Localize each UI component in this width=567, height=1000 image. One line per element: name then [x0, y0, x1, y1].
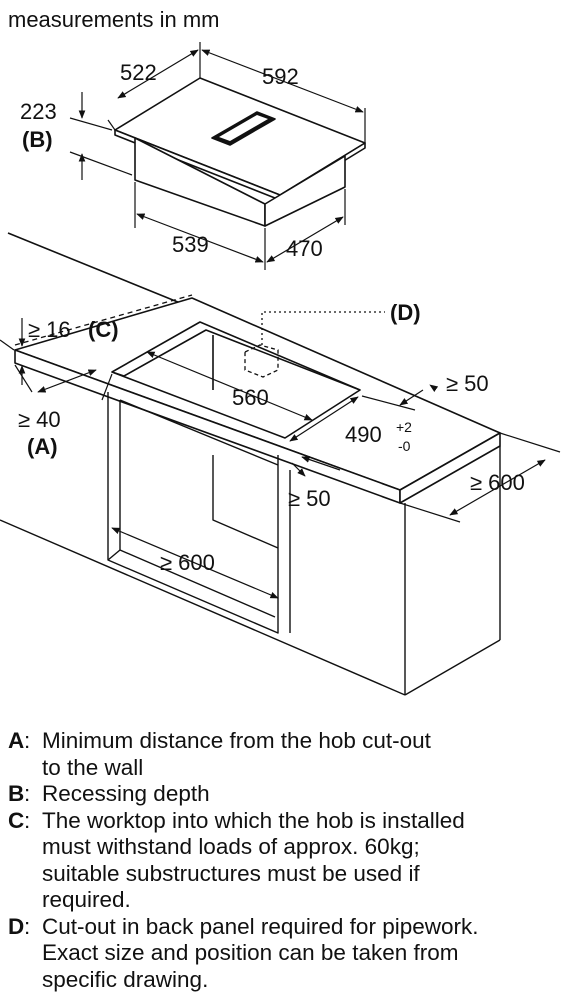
cabinet-width-label: ≥ 600	[160, 550, 215, 575]
hob-body-side	[264, 155, 346, 227]
installation-diagram: measurements in mm 522 59	[0, 7, 561, 696]
marker-d: (D)	[390, 300, 421, 325]
legend-item-b: B: Recessing depth	[8, 781, 564, 808]
hob-vent-slot	[219, 115, 268, 141]
hob-height-marker: (B)	[22, 127, 53, 152]
legend-text: Cut-out in back panel required for pipew…	[42, 913, 479, 992]
hob-depth-label: 522	[120, 60, 157, 85]
legend-item-a: A: Minimum distance from the hob cut-out…	[8, 728, 564, 781]
legend-item-c: C: The worktop into which the hob is ins…	[8, 808, 564, 914]
wall-distance-marker: (A)	[27, 434, 58, 459]
worktop-thickness-label: ≥ 16	[28, 317, 71, 342]
hob-cutout-depth-label: 470	[286, 236, 323, 261]
side-clearance-label: ≥ 50	[446, 371, 489, 396]
worktop-thickness-marker: (C)	[88, 317, 119, 342]
legend-key: B	[8, 781, 25, 806]
legend: A: Minimum distance from the hob cut-out…	[8, 728, 564, 993]
legend-key: C	[8, 807, 25, 833]
cabinet-depth-label: ≥ 600	[470, 470, 525, 495]
cutout-depth-tolerance-minus: -0	[398, 438, 411, 454]
cutout-depth-label: 490	[345, 422, 382, 447]
legend-text: Minimum distance from the hob cut-out to…	[42, 728, 431, 780]
hob-height-label: 223	[20, 99, 57, 124]
cutout-depth-tolerance-plus: +2	[396, 419, 412, 435]
legend-key: A	[8, 728, 25, 753]
units-note: measurements in mm	[8, 7, 220, 32]
legend-key: D	[8, 913, 25, 939]
legend-item-d: D: Cut-out in back panel required for pi…	[8, 914, 564, 994]
hob-cutout-width-label: 539	[172, 232, 209, 257]
legend-text: Recessing depth	[42, 781, 210, 806]
hob-drawing	[114, 77, 366, 227]
hob-width-label: 592	[262, 64, 299, 89]
wall-distance-label: ≥ 40	[18, 407, 61, 432]
legend-text: The worktop into which the hob is instal…	[42, 807, 465, 913]
worktop-drawing	[7, 232, 501, 504]
cutout-width-label: 560	[232, 385, 269, 410]
front-clearance-label: ≥ 50	[288, 486, 331, 511]
